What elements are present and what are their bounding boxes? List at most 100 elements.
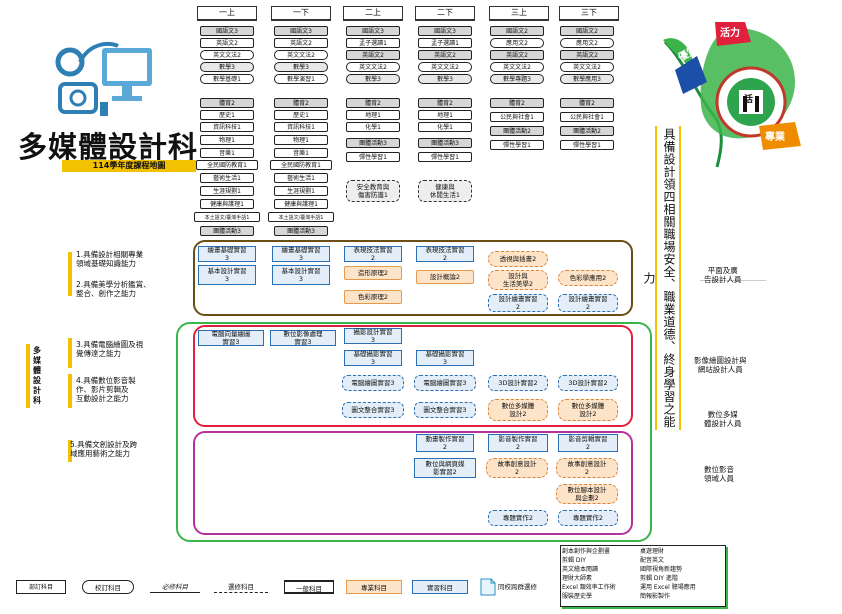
- course-box: 英語文2: [418, 50, 472, 60]
- course-box: 數位多媒體 設計2: [558, 399, 618, 421]
- course-box: 國語文2: [490, 26, 544, 36]
- course-box: 數學3: [346, 74, 400, 84]
- course-box: 數學基礎1: [200, 74, 254, 84]
- legend-item: 必修科目: [162, 583, 188, 591]
- ability-item: 4.具備數位影音製 作、影片剪輯及 互動設計之能力: [76, 376, 136, 403]
- course-box: 數學3: [274, 62, 328, 72]
- course-box: 資訊科技1: [274, 122, 328, 132]
- course-box: 繪畫基礎實習 3: [272, 246, 330, 262]
- course-box: 團體活動3: [200, 226, 254, 236]
- side-label: 多媒體設計科: [33, 346, 41, 405]
- elective-item: 剪輯 DIY 進階: [640, 575, 678, 582]
- course-box: 本土語文/臺灣手語1: [268, 212, 334, 222]
- course-box: 彈性學習1: [560, 140, 614, 150]
- page-title: 多媒體設計科: [18, 130, 199, 164]
- page-subtitle: 114學年度課程地圖: [62, 160, 196, 172]
- course-box: 彈性學習1: [490, 140, 544, 150]
- elective-item: 理財大師素: [562, 575, 593, 582]
- elective-item: Excel 類效率工作術: [562, 584, 616, 591]
- ability-item: 2.具備美學分析鑑賞、 整合、創作之能力: [76, 280, 151, 298]
- career-item: 平面及廣 告設計人員: [704, 266, 742, 284]
- course-box: 影音製作實習 2: [488, 434, 548, 452]
- course-box: 英文文法2: [418, 62, 472, 72]
- legend-item: 專業科目: [346, 580, 402, 594]
- course-box: 數位腳本設計 與企劃2: [556, 484, 618, 504]
- course-box: 彈性學習1: [346, 152, 400, 162]
- course-box: 健康與護理1: [200, 199, 254, 209]
- legend-item: 選修科目: [228, 583, 254, 591]
- course-box: 公民與社會1: [490, 112, 544, 122]
- ability-marker: [68, 252, 72, 296]
- course-box: 體育2: [274, 98, 328, 108]
- course-box: 物理1: [200, 135, 254, 145]
- course-box: 影音剪輯實習 2: [558, 434, 618, 452]
- course-box: 體育2: [490, 98, 544, 108]
- course-box: 健康與護理1: [274, 199, 328, 209]
- semester-header: 二上: [343, 6, 403, 21]
- elective-item: 英文繪本閱讀: [562, 566, 599, 573]
- semester-header: 三下: [559, 6, 619, 21]
- course-box: 體育2: [346, 98, 400, 108]
- ability-marker: [68, 440, 72, 462]
- school-elective-list: 創本創作與企劃畫 剪輯 DIY 英文繪本閱讀 理財大師素 Excel 類效率工作…: [562, 547, 722, 603]
- course-box: 3D設計實習2: [558, 375, 618, 391]
- course-box: 生涯規劃1: [274, 186, 328, 196]
- course-box: 電腦繪圖實習3: [342, 375, 404, 391]
- course-box: 設計繪畫實習 2: [558, 294, 618, 312]
- elective-item: 服裝歷史學: [562, 593, 593, 600]
- course-box: 國語文3: [418, 26, 472, 36]
- course-box: 應用文2: [560, 38, 614, 48]
- course-box: 國語文3: [346, 26, 400, 36]
- group-frame-brown: [193, 240, 633, 316]
- course-box: 孟子選讀1: [346, 38, 400, 48]
- course-box: 藝術生活1: [274, 173, 328, 183]
- course-box: 體育2: [200, 98, 254, 108]
- course-box: 英語文2: [274, 38, 328, 48]
- course-box: 團體活動3: [346, 138, 400, 148]
- semester-header: 一上: [197, 6, 257, 21]
- course-box: 數學3: [200, 62, 254, 72]
- elective-item: 國際視角新趨勢: [640, 566, 683, 573]
- course-box: 英語文2: [200, 38, 254, 48]
- elective-item: 運用 Excel 聰場應用: [640, 584, 696, 591]
- emblem-text-professional: 專業: [765, 132, 785, 143]
- course-box: 電腦向量繪圖 實習3: [198, 330, 264, 346]
- course-box: 色彩學應用2: [558, 270, 618, 286]
- course-box: 故事創意設計 2: [556, 458, 618, 478]
- course-box: 英文文法2: [346, 62, 400, 72]
- elective-item: 剪輯 DIY: [562, 557, 586, 564]
- career-item: 影像繪圖設計與 網站設計人員: [694, 356, 747, 374]
- course-box: 本土語文/臺灣手語1: [194, 212, 260, 222]
- course-box: 造形原理2: [344, 266, 402, 280]
- course-box: 健康與 休閒生活1: [418, 180, 472, 202]
- course-box: 國語文3: [200, 26, 254, 36]
- course-box: 圖文整合實習3: [342, 402, 404, 418]
- course-box: 英語文2: [560, 50, 614, 60]
- course-box: 國語文3: [274, 26, 328, 36]
- career-item: 數位影音 領域人員: [704, 465, 734, 483]
- course-box: 基礎攝影實習 3: [416, 350, 474, 366]
- course-box: 英文文法2: [274, 50, 328, 60]
- course-box: 體育2: [560, 98, 614, 108]
- document-icon: [480, 578, 496, 596]
- side-label-bar: [26, 344, 44, 408]
- ability-marker: [68, 338, 72, 368]
- course-box: 公民與社會1: [560, 112, 614, 122]
- course-box: 電腦繪圖實習3: [414, 375, 476, 391]
- course-box: 歷史1: [274, 110, 328, 120]
- course-box: 設計繪畫實習 2: [488, 294, 548, 312]
- ability-marker: [68, 374, 72, 408]
- course-box: 化學1: [346, 122, 400, 132]
- course-box: 數學演習1: [274, 74, 328, 84]
- legend-item: 同校跨群選修: [498, 583, 537, 591]
- course-box: 數位影像處理 實習3: [270, 330, 336, 346]
- course-box: 地理1: [418, 110, 472, 120]
- course-box: 孟子選讀1: [418, 38, 472, 48]
- course-box: 故事創意設計 2: [486, 458, 548, 478]
- school-elective-box: [560, 545, 726, 607]
- course-box: 圖文整合實習3: [414, 402, 476, 418]
- course-box: 設計概論2: [416, 270, 474, 284]
- course-box: 英語文2: [346, 50, 400, 60]
- course-box: 數位多媒體 設計2: [488, 399, 548, 421]
- emblem-center: 活: [744, 95, 754, 105]
